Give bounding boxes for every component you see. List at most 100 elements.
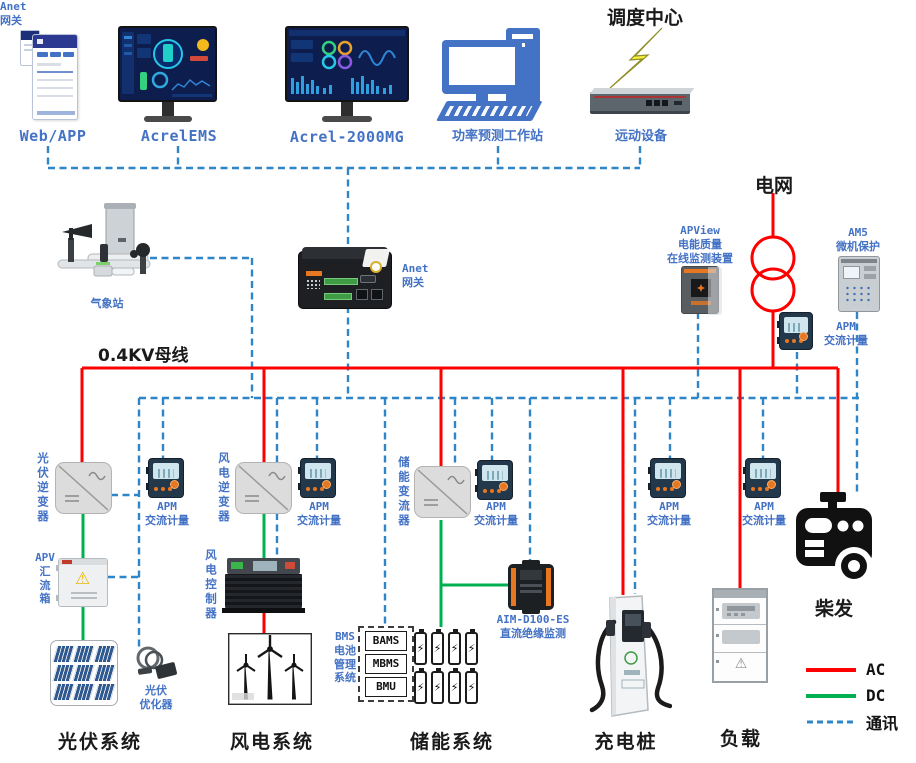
pv-optimizer-device — [136, 646, 177, 679]
diesel-generator-icon — [796, 492, 873, 585]
web-app-device — [20, 28, 80, 124]
ev-charger-device — [586, 594, 672, 724]
battery-cell: ⚡ — [465, 668, 478, 704]
apm-meter-load — [743, 458, 781, 498]
legend-comm-label: 通讯 — [866, 714, 899, 733]
battery-row: ⚡ ⚡ ⚡ ⚡ — [414, 629, 480, 665]
apm-knob — [799, 332, 808, 341]
grid-label: 电网 — [754, 175, 793, 197]
keyboard-graphic — [436, 101, 543, 121]
apm-grid-label: APM 交流计量 — [824, 320, 868, 347]
pv-system-label: 光伏系统 — [57, 731, 142, 753]
weather-station-device — [57, 203, 151, 277]
battery-cell: ⚡ — [431, 668, 444, 704]
apm-meter-charging — [648, 458, 686, 498]
dc-lines — [81, 514, 508, 641]
battery-bolt-icon: ⚡ — [467, 642, 476, 655]
legend-comm-swatch — [807, 720, 855, 724]
pv-optimizer-label: 光伏 优化器 — [139, 684, 173, 711]
apm-meter-pv — [146, 458, 184, 498]
remote-terminal-device — [588, 86, 695, 118]
ems-dashboard-graphic — [122, 32, 212, 97]
battery-bolt-icon: ⚡ — [416, 642, 425, 655]
battery-row: ⚡ ⚡ ⚡ ⚡ — [414, 668, 480, 704]
tablet-graphic — [32, 34, 78, 120]
web-app-label: Web/APP — [19, 127, 87, 145]
power-forecast-label: 功率预测工作站 — [451, 129, 543, 144]
ess-system-label: 储能系统 — [409, 731, 494, 753]
battery-bolt-icon: ⚡ — [416, 681, 425, 694]
pv-combiner-label: APV 汇 流 箱 — [35, 551, 55, 606]
pv-combiner-device: ⚠ — [56, 558, 108, 607]
legend-ac-swatch — [806, 667, 856, 672]
battery-cell: ⚡ — [465, 629, 478, 665]
gateway-label: Anet 网关 — [0, 0, 27, 27]
lightning-bolt-icon — [609, 27, 663, 89]
am5-protection-device — [838, 256, 880, 312]
acrel-2000mg-label: Acrel-2000MG — [289, 128, 405, 146]
inverter-symbol — [58, 465, 109, 511]
anet-gateway-device — [298, 245, 392, 309]
legend-item-ac: AC — [806, 660, 885, 679]
battery-bolt-icon: ⚡ — [433, 642, 442, 655]
apm-ess-label: APM 交流计量 — [474, 500, 518, 527]
apm-charging-label: APM 交流计量 — [647, 500, 691, 527]
battery-rack: ⚡ ⚡ ⚡ ⚡ ⚡ ⚡ ⚡ ⚡ — [414, 627, 480, 705]
wind-inverter-label: 风电逆变器 — [217, 452, 231, 525]
bms-unit-bmu: BMU — [365, 677, 407, 697]
battery-bolt-icon: ⚡ — [450, 642, 459, 655]
legend-item-comm: 通讯 — [806, 710, 898, 734]
acrel-2000mg-monitor — [285, 26, 410, 122]
acrel-ems-monitor — [118, 26, 218, 122]
legend-item-dc: DC — [806, 686, 885, 705]
anet-gateway-label: Anet 网关 — [402, 262, 429, 289]
battery-cell: ⚡ — [448, 629, 461, 665]
apm-meter-grid — [777, 312, 813, 350]
battery-cell: ⚡ — [414, 668, 427, 704]
bms-box: BAMS MBMS BMU — [358, 626, 414, 702]
battery-bolt-icon: ⚡ — [450, 681, 459, 694]
battery-bolt-icon: ⚡ — [467, 681, 476, 694]
inverter-symbol — [417, 469, 468, 515]
transformer-symbol — [750, 235, 796, 281]
apm-buttons — [785, 339, 803, 343]
bms-unit-bams: BAMS — [365, 631, 407, 651]
battery-cell: ⚡ — [448, 668, 461, 704]
combiner-warning-icon: ⚠ — [75, 569, 91, 589]
load-cabinet-device: ⚠ — [712, 588, 768, 683]
apview-device — [681, 266, 722, 315]
wind-inverter-device — [235, 462, 292, 514]
apm-lcd — [784, 317, 808, 333]
pv-inverter-device — [55, 462, 112, 514]
legend-dc-label: DC — [866, 686, 886, 705]
charging-system-label: 充电桩 — [594, 731, 658, 753]
comm-lines — [46, 146, 860, 648]
diesel-system-label: 柴发 — [814, 598, 853, 620]
legend-dc-swatch — [806, 693, 856, 698]
apm-meter-ess — [475, 460, 513, 500]
apm-meter-wind — [298, 458, 336, 498]
solar-panel-array — [50, 640, 118, 706]
busbar-label: 0.4KV母线 — [98, 346, 189, 366]
acrel-ems-label: AcrelEMS — [140, 127, 218, 145]
apm-wind-label: APM 交流计量 — [297, 500, 341, 527]
monitor-graphic — [442, 40, 522, 94]
bms-label: BMS 电池 管理 系统 — [334, 630, 356, 685]
battery-bolt-icon: ⚡ — [433, 681, 442, 694]
load-warning-icon: ⚠ — [734, 656, 748, 672]
aim-insulation-device — [508, 560, 554, 614]
load-system-label: 负载 — [719, 728, 762, 750]
ev-charger-graphic — [589, 595, 672, 717]
battery-cell: ⚡ — [431, 629, 444, 665]
mg-dashboard-graphic — [289, 30, 405, 94]
aim-label: AIM-D100-ES 直流绝缘监测 — [496, 613, 570, 640]
bms-unit-mbms: MBMS — [365, 654, 407, 674]
pv-inverter-label: 光伏逆变器 — [36, 452, 50, 525]
legend-ac-label: AC — [866, 660, 886, 679]
wind-turbines-graphic — [228, 633, 312, 705]
apview-label: APView 电能质量 在线监测装置 — [667, 224, 733, 265]
ess-converter-device — [414, 466, 471, 518]
dispatch-center-label: 调度中心 — [606, 7, 683, 29]
battery-cell: ⚡ — [414, 629, 427, 665]
